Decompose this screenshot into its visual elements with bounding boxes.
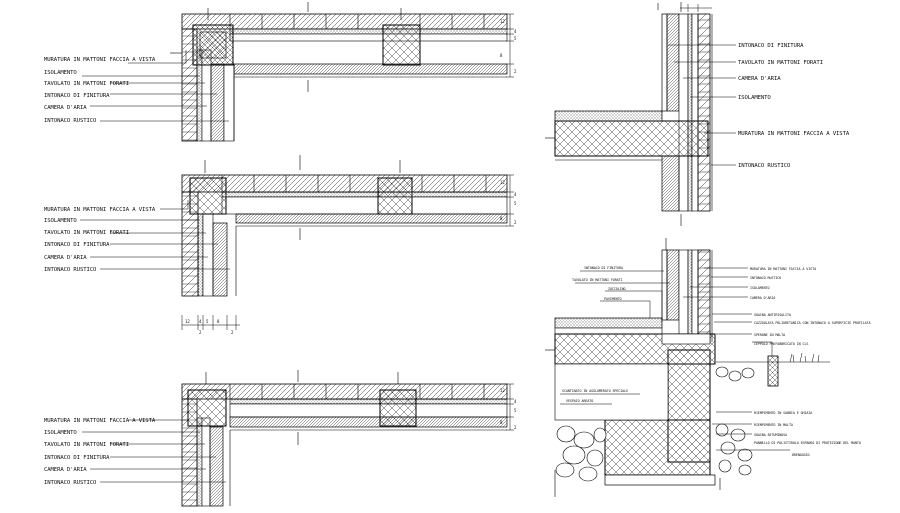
- section-bottom-right-label-1: INTONACO RUSTICO: [750, 276, 781, 280]
- detail-c-dim-1: 4: [514, 399, 517, 404]
- detail-b-dim-3: 8: [500, 216, 503, 221]
- section-bottom-foundation: INTONACO DI FINITURA TAVOLATO IN MATTONI…: [545, 238, 871, 497]
- detail-b-bottom-dim-4: 2: [199, 330, 202, 335]
- detail-b-dim-1: 4: [514, 192, 517, 197]
- detail-c-label-0: MURATURA IN MATTONI FACCIA A VISTA: [44, 418, 156, 424]
- section-bottom-right-label-10: GUAINA BITUMINOSA: [754, 433, 787, 437]
- detail-a-label-3: INTONACO DI FINITURA: [44, 93, 110, 99]
- section-bottom-right-label-9: RIEMPIMENTO IN MALTA: [754, 423, 793, 427]
- detail-b-label-5: INTONACO RUSTICO: [44, 267, 97, 273]
- section-bottom-right-label-3: CAMERA D'ARIA: [750, 296, 775, 300]
- detail-a-corner-section: 12 4 5 8 2 MURATURA IN MATTONI FACCIA A …: [44, 2, 517, 142]
- detail-a-dim-2: 5: [514, 36, 517, 41]
- detail-a-label-2: TAVOLATO IN MATTONI FORATI: [44, 81, 129, 87]
- section-top-label-1: TAVOLATO IN MATTONI FORATI: [738, 60, 823, 66]
- detail-b-dim-4: 2: [514, 220, 517, 225]
- detail-a-label-4: CAMERA D'ARIA: [44, 105, 87, 111]
- detail-b-bottom-dim-3: 8: [217, 319, 220, 324]
- detail-a-dim-4: 2: [514, 69, 517, 74]
- detail-b-bottom-dim-2: 5: [206, 319, 209, 324]
- section-bottom-left-label-0: INTONACO DI FINITURA: [584, 266, 623, 270]
- section-bottom-right-label-7: CEPPOLO PREFABBRICATO IN CLS: [754, 342, 808, 346]
- detail-c-label-5: INTONACO RUSTICO: [44, 480, 97, 486]
- detail-a-dim-3: 8: [500, 53, 503, 58]
- detail-c-dim-2: 5: [514, 408, 517, 413]
- detail-b-dim-2: 5: [514, 201, 517, 206]
- detail-c-dim-0: 12: [500, 388, 505, 393]
- detail-b-label-4: CAMERA D'ARIA: [44, 255, 87, 261]
- section-bottom-left-label-3: PAVIMENTO: [604, 297, 622, 301]
- section-bottom-right-label-6: SPERONE IN MALTA: [754, 333, 785, 337]
- detail-b-corner-section: 12 4 5 8 2 12 4 5 8 2 2 MURATURA IN MATT…: [44, 155, 517, 335]
- section-top-label-5: INTONACO RUSTICO: [738, 163, 791, 169]
- section-bottom-left-label-5: VESPAIO AREATO: [566, 399, 593, 403]
- detail-c-label-1: ISOLAMENTO: [44, 430, 77, 436]
- detail-b-label-3: INTONACO DI FINITURA: [44, 242, 110, 248]
- detail-a-label-1: ISOLAMENTO: [44, 70, 77, 76]
- section-bottom-right-label-12: DRENAGGIO: [792, 453, 810, 457]
- section-bottom-right-label-2: ISOLAMENTO: [750, 286, 769, 290]
- section-top-label-3: ISOLAMENTO: [738, 95, 771, 101]
- detail-c-corner-section: 12 4 5 8 2 MURATURA IN MATTONI FACCIA A …: [44, 370, 517, 507]
- detail-b-label-0: MURATURA IN MATTONI FACCIA A VISTA: [44, 207, 156, 213]
- detail-c-label-2: TAVOLATO IN MATTONI FORATI: [44, 442, 129, 448]
- section-top-floor-wall: INTONACO DI FINITURA TAVOLATO IN MATTONI…: [545, 2, 850, 226]
- detail-b-dim-0: 12: [500, 180, 505, 185]
- section-bottom-right-label-5: CAZZUOLATA POLIURETANICA CON INTONACO A …: [754, 321, 871, 325]
- section-top-label-4: MURATURA IN MATTONI FACCIA A VISTA: [738, 131, 850, 137]
- detail-c-label-3: INTONACO DI FINITURA: [44, 455, 110, 461]
- section-bottom-right-label-0: MURATURA IN MATTONI FACCIA A VISTA: [750, 267, 816, 271]
- section-bottom-right-label-8: RIEMPIMENTO IN SABBIA E GHIAIA: [754, 411, 812, 415]
- detail-c-dim-4: 2: [514, 425, 517, 430]
- section-top-label-0: INTONACO DI FINITURA: [738, 43, 804, 49]
- gravel-fill-right: [715, 366, 755, 476]
- section-bottom-right-label-11: PANNELLO DI POLISTIROLO ESPANSO DI PROTE…: [754, 441, 861, 445]
- detail-b-bottom-dim-1: 4: [199, 319, 202, 324]
- detail-b-label-2: TAVOLATO IN MATTONI FORATI: [44, 230, 129, 236]
- detail-b-bottom-dim-0: 12: [185, 319, 190, 324]
- detail-a-dim-1: 4: [514, 29, 517, 34]
- detail-a-dim-0: 12: [500, 19, 505, 24]
- detail-c-dim-3: 8: [500, 420, 503, 425]
- detail-c-label-4: CAMERA D'ARIA: [44, 467, 87, 473]
- section-bottom-left-label-2: ZOCCOLINO: [608, 287, 626, 291]
- section-bottom-left-label-4: SCANTINATO IN AGGLOMERATO SPECIALE: [562, 389, 628, 393]
- section-bottom-left-label-1: TAVOLATO IN MATTONI FORATI: [572, 278, 623, 282]
- detail-b-bottom-dim-5: 2: [231, 330, 234, 335]
- detail-b-label-1: ISOLAMENTO: [44, 218, 77, 224]
- detail-a-label-5: INTONACO RUSTICO: [44, 118, 97, 124]
- section-bottom-right-label-4: GUAINA ANTIRISALITA: [754, 313, 791, 317]
- gravel-fill-left: [555, 425, 607, 482]
- section-top-label-2: CAMERA D'ARIA: [738, 76, 781, 82]
- detail-a-label-0: MURATURA IN MATTONI FACCIA A VISTA: [44, 57, 156, 63]
